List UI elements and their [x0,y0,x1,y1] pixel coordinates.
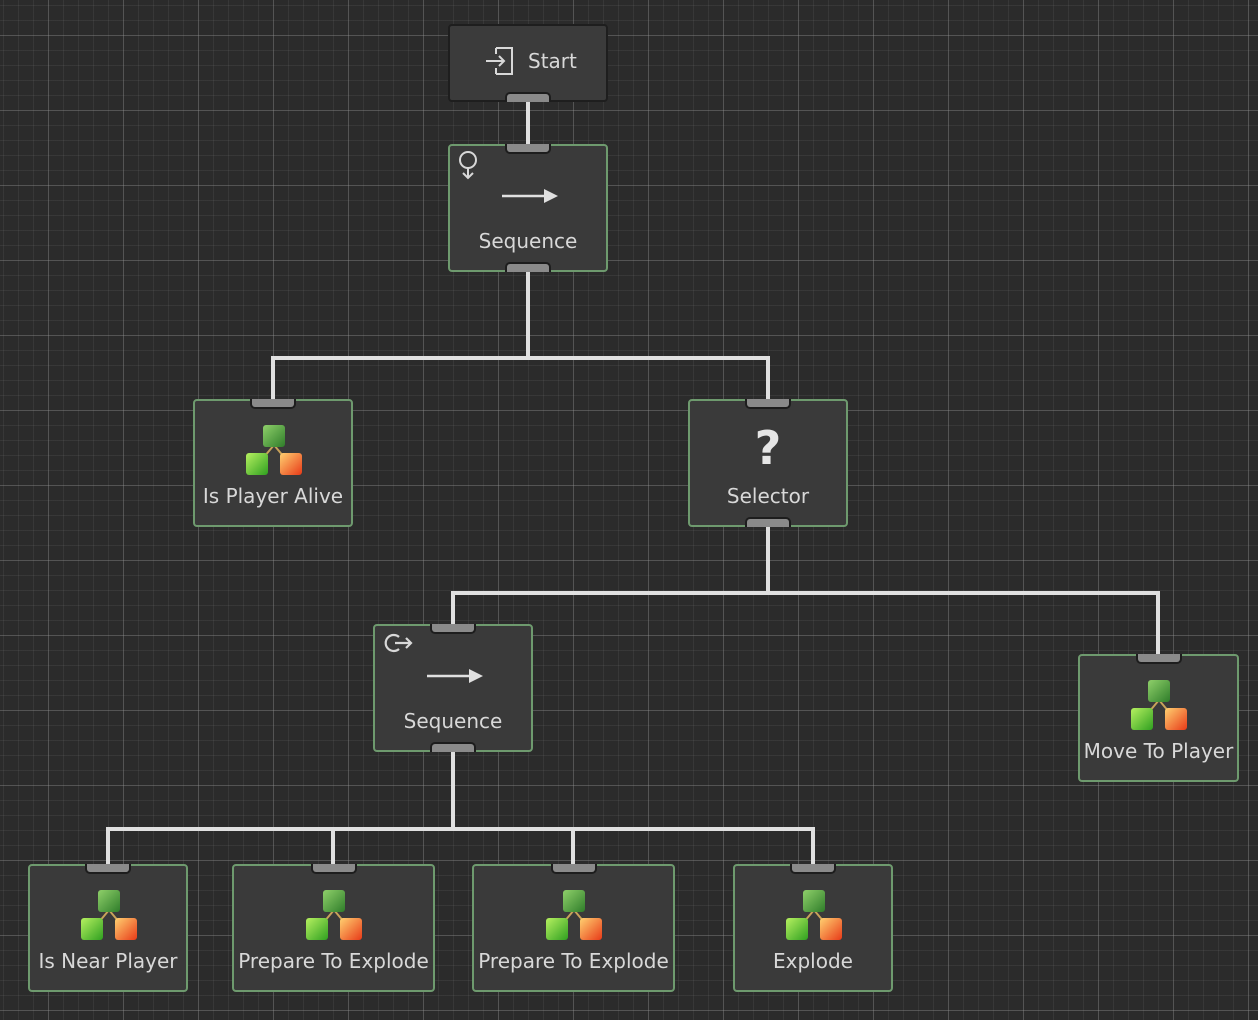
node-sequence[interactable]: Sequence [448,144,608,272]
cubes-icon [79,888,139,944]
input-port[interactable] [430,624,476,634]
node-prepare-to-explode[interactable]: Prepare To Explode [472,864,675,992]
node-label: Sequence [403,709,503,733]
input-port[interactable] [250,399,296,409]
cubes-icon [244,423,304,479]
input-port[interactable] [505,144,551,154]
node-label: Explode [773,949,853,973]
input-port[interactable] [1135,654,1182,664]
node-explode[interactable]: Explode [733,864,893,992]
cubes-icon [544,888,604,944]
node-label: Selector [726,484,810,508]
output-port[interactable] [505,92,551,102]
cubes-icon [1129,678,1189,734]
node-label: Is Near Player [38,949,178,973]
enter-icon [486,47,513,75]
node-label: Move To Player [1083,739,1234,763]
cubes-icon [784,888,844,944]
edge-seq1-selector [526,272,770,399]
edge-seq2-near [106,752,455,864]
cubes-icon [304,888,364,944]
node-label: Sequence [478,229,578,253]
output-port[interactable] [430,742,476,752]
edge-seq2-prep2 [451,752,575,864]
edge-seq2-prep1 [331,752,455,864]
node-label: Is Player Alive [202,484,344,508]
arrow-right-icon [502,189,558,203]
node-label: Prepare To Explode [238,949,429,973]
node-is-near-player[interactable]: Is Near Player [28,864,188,992]
node-prepare-to-explode[interactable]: Prepare To Explode [232,864,435,992]
edge-selector-seq2 [451,527,770,624]
loop-icon [384,633,413,653]
node-selector[interactable]: ? Selector [688,399,848,527]
node-start[interactable]: Start [448,24,608,102]
node-sequence[interactable]: Sequence [373,624,533,752]
input-port[interactable] [745,399,791,409]
output-port[interactable] [745,517,791,527]
edge-selector-move [766,527,1160,654]
repeat-until-icon [459,151,477,180]
arrow-right-icon [427,669,483,683]
output-port[interactable] [505,262,551,272]
question-icon: ? [754,421,782,475]
input-port[interactable] [310,864,357,874]
node-label: Prepare To Explode [478,949,669,973]
input-port[interactable] [790,864,836,874]
input-port[interactable] [85,864,131,874]
input-port[interactable] [550,864,597,874]
node-is-player-alive[interactable]: Is Player Alive [193,399,353,527]
edge-seq1-alive [271,272,530,399]
edge-seq2-explode [451,752,815,864]
node-label: Start [528,49,577,73]
node-move-to-player[interactable]: Move To Player [1078,654,1239,782]
